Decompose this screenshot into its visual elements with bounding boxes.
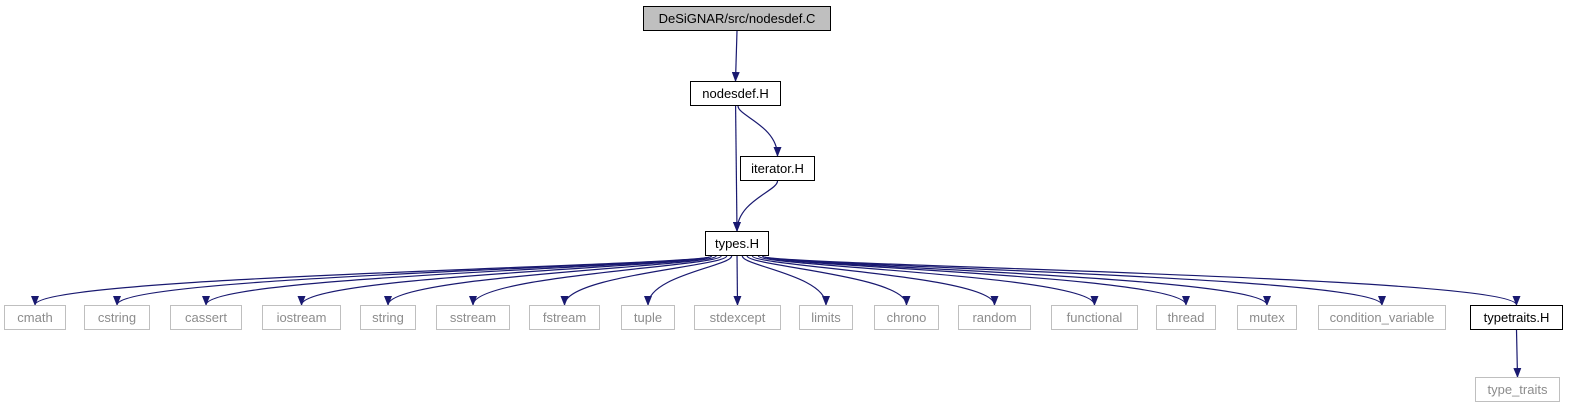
- node-iterator-h[interactable]: iterator.H: [740, 156, 815, 181]
- edge-types-to-typetraits: [762, 255, 1521, 306]
- edge-types-to-iostream: [297, 255, 712, 306]
- node-string: string: [360, 305, 416, 330]
- node-functional: functional: [1051, 305, 1138, 330]
- node-tuple: tuple: [621, 305, 675, 330]
- edge-types-to-chrono: [746, 255, 911, 306]
- edge-types-to-limits: [741, 255, 830, 306]
- edge-types-to-random: [751, 255, 999, 306]
- node-condition-variable: condition_variable: [1318, 305, 1446, 330]
- node-stdexcept: stdexcept: [694, 305, 781, 330]
- edge-nodesdef-to-iterator: [737, 105, 782, 157]
- node-random: random: [958, 305, 1031, 330]
- edge-root-to-nodesdef: [731, 30, 740, 82]
- edge-iterator-to-types: [733, 180, 779, 232]
- node-mutex: mutex: [1237, 305, 1297, 330]
- node-chrono: chrono: [874, 305, 939, 330]
- node-cstring: cstring: [84, 305, 150, 330]
- node-type-traits: type_traits: [1475, 377, 1560, 402]
- node-thread: thread: [1156, 305, 1216, 330]
- node-iostream: iostream: [262, 305, 341, 330]
- edge-types-to-string: [384, 255, 717, 306]
- node-limits: limits: [799, 305, 853, 330]
- node-sstream: sstream: [436, 305, 510, 330]
- node-root-file: DeSiGNAR/src/nodesdef.C: [643, 6, 831, 31]
- node-nodesdef-h[interactable]: nodesdef.H: [690, 81, 781, 106]
- edge-nodesdef-to-types: [732, 105, 741, 232]
- edge-types-to-functional: [757, 255, 1099, 306]
- edge-types-to-fstream: [560, 255, 728, 306]
- edge-types-to-sstream: [469, 255, 722, 306]
- node-fstream: fstream: [529, 305, 600, 330]
- node-typetraits-h[interactable]: typetraits.H: [1470, 305, 1563, 330]
- edge-types-to-tuple: [644, 255, 733, 306]
- edge-typetraits-to-type_traits: [1513, 329, 1522, 378]
- edge-types-to-mutex: [762, 255, 1271, 306]
- node-types-h[interactable]: types.H: [705, 231, 769, 256]
- node-cassert: cassert: [170, 305, 242, 330]
- node-cmath: cmath: [4, 305, 66, 330]
